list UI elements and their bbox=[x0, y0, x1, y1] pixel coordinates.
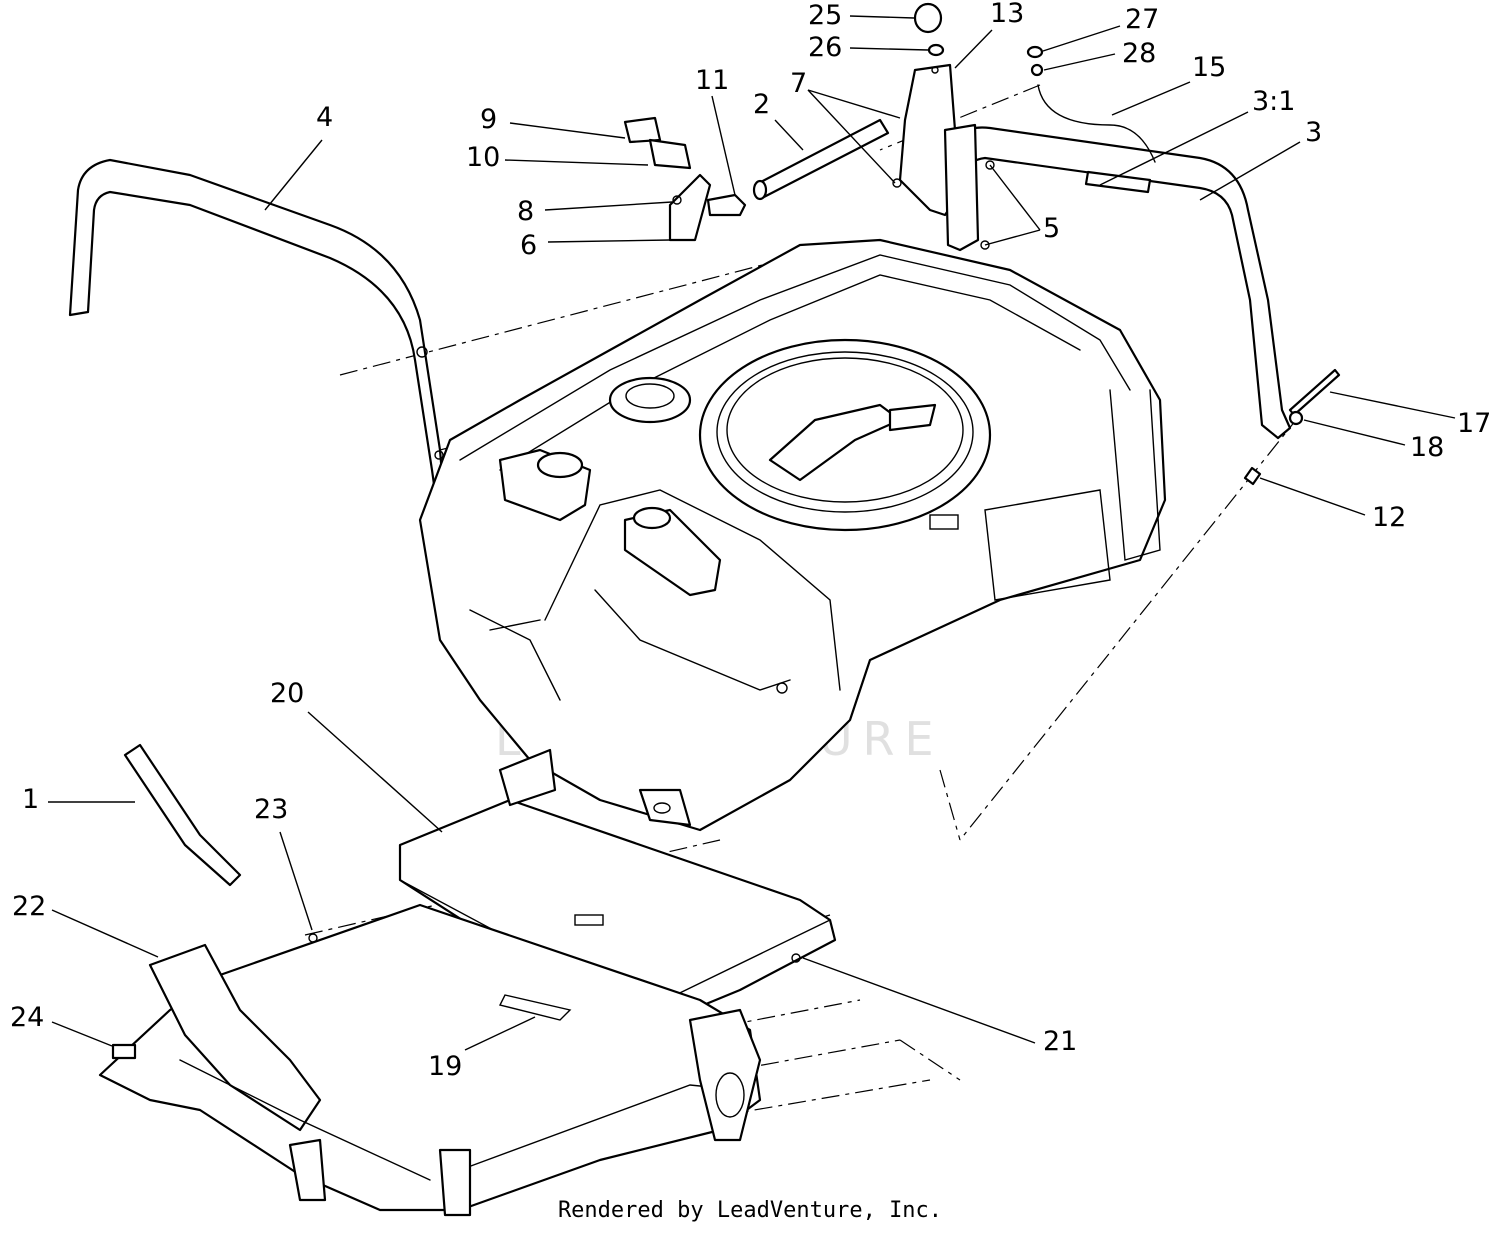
callout-21: 21 bbox=[1043, 1026, 1077, 1057]
callout-27: 27 bbox=[1125, 4, 1159, 35]
callout-labels: 1 2 3 3:1 4 5 6 7 8 9 10 11 12 13 15 17 … bbox=[10, 0, 1491, 1082]
callout-3-1: 3:1 bbox=[1252, 86, 1295, 117]
callout-28: 28 bbox=[1122, 38, 1156, 69]
spray-tank bbox=[418, 238, 1167, 832]
callout-17: 17 bbox=[1457, 408, 1491, 439]
callout-13: 13 bbox=[990, 0, 1024, 29]
callout-1: 1 bbox=[22, 784, 39, 815]
render-credit: Rendered by LeadVenture, Inc. bbox=[557, 1198, 943, 1223]
callout-11: 11 bbox=[695, 65, 729, 96]
callout-20: 20 bbox=[270, 678, 304, 709]
callout-9: 9 bbox=[480, 104, 497, 135]
leader-lines bbox=[48, 15, 1456, 1051]
callout-12: 12 bbox=[1372, 502, 1406, 533]
callout-18: 18 bbox=[1410, 432, 1444, 463]
mounting-platform bbox=[398, 748, 837, 1027]
callout-25: 25 bbox=[808, 0, 842, 31]
callout-19: 19 bbox=[428, 1051, 462, 1082]
callout-24: 24 bbox=[10, 1002, 44, 1033]
callout-2: 2 bbox=[753, 89, 770, 120]
bracket-strip bbox=[123, 743, 242, 887]
callout-6: 6 bbox=[520, 230, 537, 261]
callout-15: 15 bbox=[1192, 52, 1226, 83]
mower-frame bbox=[98, 903, 762, 1217]
callout-7: 7 bbox=[790, 68, 807, 99]
tank-strap-left bbox=[68, 158, 457, 530]
callout-3: 3 bbox=[1305, 117, 1322, 148]
callout-23: 23 bbox=[254, 794, 288, 825]
callout-8: 8 bbox=[517, 196, 534, 227]
callout-4: 4 bbox=[316, 102, 333, 133]
callout-22: 22 bbox=[12, 891, 46, 922]
callout-26: 26 bbox=[808, 32, 842, 63]
callout-10: 10 bbox=[466, 142, 500, 173]
callout-5: 5 bbox=[1043, 213, 1060, 244]
tank-strap-right bbox=[953, 126, 1292, 440]
